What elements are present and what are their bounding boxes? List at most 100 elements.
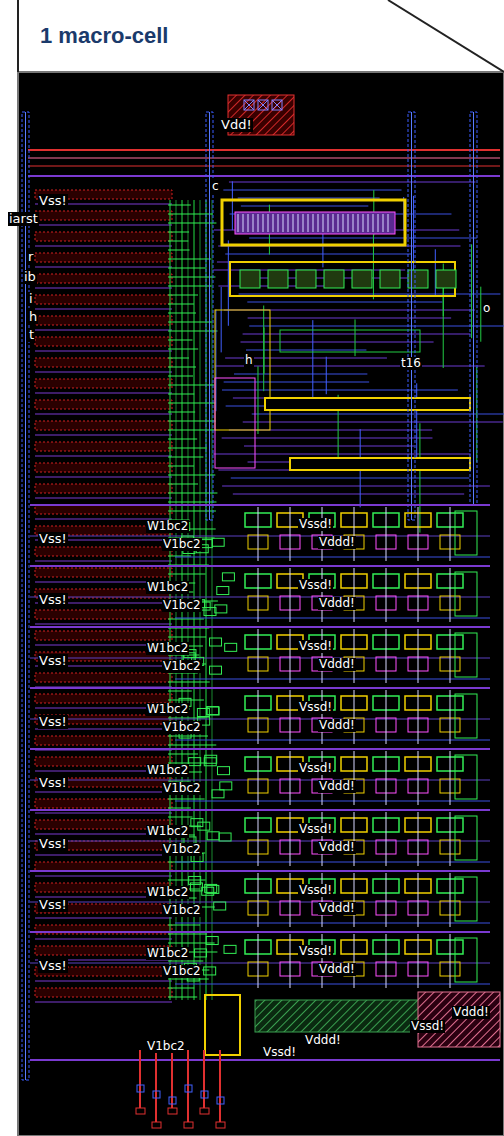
gate-line bbox=[290, 568, 291, 622]
device-box bbox=[240, 270, 260, 288]
row-rail bbox=[175, 862, 490, 863]
device-box bbox=[217, 587, 229, 595]
well-box bbox=[455, 877, 477, 921]
poly-line bbox=[35, 792, 172, 793]
poly-line bbox=[35, 330, 172, 331]
power-rail-core bbox=[209, 112, 210, 520]
gate-finger bbox=[288, 214, 289, 232]
net-label: W1bc2 bbox=[146, 886, 189, 899]
diffusion-stub bbox=[168, 340, 192, 341]
row-rail bbox=[175, 618, 490, 619]
net-label: W1bc2 bbox=[146, 642, 189, 655]
routing-line bbox=[224, 382, 369, 383]
gate-finger bbox=[348, 214, 349, 232]
routing-line bbox=[249, 238, 477, 239]
diffusion-stub bbox=[168, 691, 192, 692]
routing-line bbox=[243, 422, 503, 423]
row-rail bbox=[30, 536, 490, 537]
poly-line bbox=[35, 246, 172, 247]
net-label: V1bc2 bbox=[162, 782, 202, 795]
net-label: Vss! bbox=[38, 715, 68, 729]
gate-line bbox=[354, 751, 355, 805]
gate-line bbox=[322, 812, 323, 866]
net-label: Vddd! bbox=[304, 1034, 342, 1047]
gate-line bbox=[290, 751, 291, 805]
diffusion-stub bbox=[168, 475, 215, 476]
poly-line bbox=[35, 855, 172, 856]
device-box bbox=[195, 949, 207, 957]
contact-square bbox=[244, 100, 254, 110]
diffusion-stub bbox=[168, 961, 203, 962]
net-label: c bbox=[211, 180, 220, 193]
row-rail bbox=[175, 923, 490, 924]
routing-line bbox=[238, 198, 380, 199]
metal-band bbox=[35, 505, 172, 514]
diffusion-stub bbox=[168, 358, 189, 359]
gate-line bbox=[450, 751, 451, 805]
net-label: Vddd! bbox=[318, 719, 356, 732]
net-label: t16 bbox=[400, 357, 422, 370]
diffusion-stub bbox=[168, 736, 208, 737]
contact-cross bbox=[244, 100, 254, 110]
device-box bbox=[219, 833, 231, 841]
diffusion-stub bbox=[168, 412, 195, 413]
row-rail bbox=[30, 809, 490, 811]
poly-line bbox=[35, 1002, 172, 1003]
gate-finger bbox=[238, 214, 239, 232]
device-box bbox=[214, 902, 226, 910]
net-label: Vss! bbox=[38, 776, 68, 790]
net-label: h bbox=[28, 310, 38, 324]
gate-line bbox=[258, 751, 259, 805]
gate-finger bbox=[343, 214, 344, 232]
diffusion-stub bbox=[168, 367, 196, 368]
diffusion-stub bbox=[168, 439, 197, 440]
device-box bbox=[189, 758, 201, 766]
net-label: W1bc2 bbox=[146, 520, 189, 533]
diffusion-stub bbox=[168, 295, 198, 296]
diffusion-stub bbox=[168, 817, 192, 818]
net-label: V1bc2 bbox=[162, 660, 202, 673]
power-rail bbox=[408, 112, 415, 520]
device-box bbox=[268, 270, 288, 288]
gate-finger bbox=[373, 214, 374, 232]
device-box bbox=[206, 937, 218, 945]
pin-wire bbox=[171, 1050, 173, 1108]
metal-band bbox=[35, 568, 172, 577]
diffusion-stub bbox=[168, 637, 206, 638]
power-rail-core bbox=[411, 112, 412, 520]
device-box bbox=[220, 782, 232, 790]
gate-line bbox=[418, 568, 419, 622]
poly-line bbox=[35, 939, 172, 940]
poly-line bbox=[35, 435, 172, 436]
gate-finger bbox=[318, 214, 319, 232]
gate-line bbox=[354, 568, 355, 622]
diffusion-stub bbox=[168, 997, 197, 998]
net-label: Vss! bbox=[38, 959, 68, 973]
routing-line bbox=[243, 334, 471, 335]
power-rail-core bbox=[473, 112, 474, 505]
diffusion-stub bbox=[168, 979, 209, 980]
metal-band bbox=[35, 400, 172, 409]
diffusion-stub bbox=[168, 331, 218, 332]
well-box bbox=[455, 511, 477, 555]
gate-line bbox=[354, 629, 355, 683]
zoom-line bbox=[388, 0, 504, 72]
poly-line bbox=[35, 456, 172, 457]
gate-line bbox=[354, 812, 355, 866]
gate-line bbox=[322, 507, 323, 561]
gate-line bbox=[450, 934, 451, 988]
diffusion-stub bbox=[168, 493, 217, 494]
net-label: W1bc2 bbox=[146, 947, 189, 960]
metal-band bbox=[35, 337, 172, 346]
gate-line bbox=[354, 507, 355, 561]
diffusion-stub bbox=[168, 394, 194, 395]
pin-pad bbox=[136, 1108, 145, 1114]
row-rail bbox=[30, 626, 490, 628]
gate-line bbox=[386, 934, 387, 988]
device-box bbox=[212, 790, 224, 798]
diffusion-stub bbox=[168, 277, 215, 278]
metal-line bbox=[28, 175, 500, 177]
diffusion-stub bbox=[168, 250, 190, 251]
gate-line bbox=[418, 629, 419, 683]
